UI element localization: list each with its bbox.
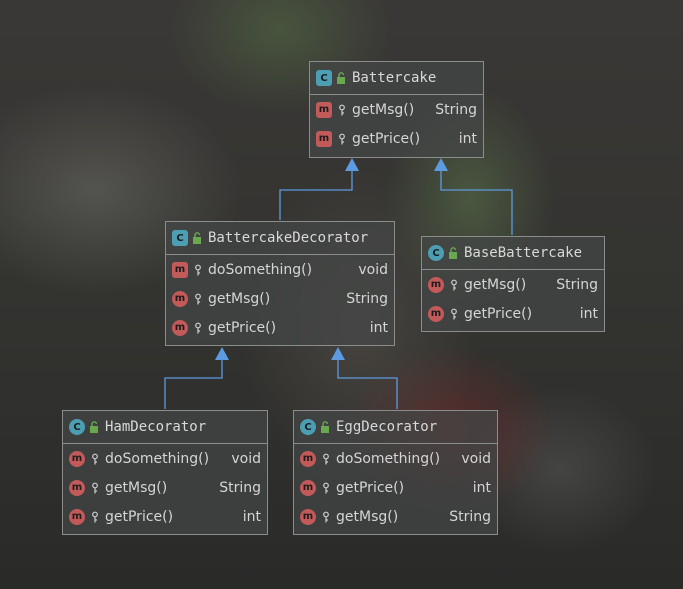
class-icon: C <box>69 419 85 435</box>
arrowhead-ham-decorator <box>215 347 229 360</box>
class-egg-decorator[interactable]: C EggDecorator m doSomething() void m ge… <box>293 410 498 535</box>
return-type: void <box>461 450 491 467</box>
method-icon: m <box>428 276 444 293</box>
visibility-key-icon <box>451 308 457 319</box>
method-name: getMsg() <box>464 276 527 293</box>
visibility-key-icon <box>195 264 201 275</box>
unlock-icon <box>337 72 345 84</box>
visibility-key-icon <box>92 482 98 493</box>
unlock-icon <box>90 421 98 433</box>
method-name: getPrice() <box>208 319 277 336</box>
method-icon: m <box>69 450 85 467</box>
method-row[interactable]: m getPrice() int <box>310 124 483 153</box>
method-icon: m <box>172 290 188 307</box>
unlock-icon <box>193 232 201 244</box>
method-icon: m <box>69 479 85 496</box>
method-icon: m <box>428 305 444 322</box>
return-type: void <box>231 450 261 467</box>
class-header: C Battercake <box>310 62 483 95</box>
method-row[interactable]: m getPrice() int <box>294 473 497 502</box>
class-battercake-decorator[interactable]: C BattercakeDecorator m doSomething() vo… <box>165 221 395 346</box>
unlock-icon <box>449 247 457 259</box>
class-icon: C <box>428 245 444 261</box>
class-header: C BattercakeDecorator <box>166 222 394 255</box>
abstract-class-icon: C <box>316 70 332 86</box>
visibility-key-icon <box>339 104 345 115</box>
class-base-battercake[interactable]: C BaseBattercake m getMsg() String m get… <box>421 236 605 332</box>
class-name: EggDecorator <box>336 419 438 435</box>
return-type: String <box>346 290 388 307</box>
return-type: int <box>242 508 261 525</box>
return-type: int <box>458 130 477 147</box>
visibility-key-icon <box>195 293 201 304</box>
class-name: HamDecorator <box>105 419 207 435</box>
method-icon: m <box>69 508 85 525</box>
method-icon: m <box>300 508 316 525</box>
visibility-key-icon <box>195 322 201 333</box>
visibility-key-icon <box>92 453 98 464</box>
class-name: BattercakeDecorator <box>208 230 369 246</box>
return-type: void <box>358 261 388 278</box>
method-icon: m <box>172 319 188 336</box>
arrowhead-base-battercake <box>434 158 448 171</box>
method-row[interactable]: m getPrice() int <box>422 299 604 328</box>
class-icon: C <box>300 419 316 435</box>
class-header: C HamDecorator <box>63 411 267 444</box>
return-type: int <box>369 319 388 336</box>
visibility-key-icon <box>323 511 329 522</box>
method-icon: m <box>300 450 316 467</box>
abstract-method-icon: m <box>316 130 332 147</box>
return-type: String <box>556 276 598 293</box>
method-name: getPrice() <box>352 130 421 147</box>
arrow-base-to-battercake <box>440 168 513 235</box>
arrow-decorator-to-battercake <box>279 168 353 220</box>
visibility-key-icon <box>323 453 329 464</box>
visibility-key-icon <box>323 482 329 493</box>
method-row[interactable]: m getMsg() String <box>63 473 267 502</box>
return-type: String <box>219 479 261 496</box>
method-name: getMsg() <box>208 290 271 307</box>
return-type: int <box>472 479 491 496</box>
method-icon: m <box>300 479 316 496</box>
abstract-method-icon: m <box>172 261 188 278</box>
method-name: getMsg() <box>336 508 399 525</box>
class-name: Battercake <box>352 70 437 86</box>
class-header: C BaseBattercake <box>422 237 604 270</box>
abstract-class-icon: C <box>172 230 188 246</box>
visibility-key-icon <box>339 133 345 144</box>
arrowhead-decorator-battercake <box>345 158 359 171</box>
abstract-method-icon: m <box>316 101 332 118</box>
class-name: BaseBattercake <box>464 245 583 261</box>
method-row[interactable]: m getPrice() int <box>166 313 394 342</box>
return-type: String <box>449 508 491 525</box>
method-name: doSomething() <box>336 450 441 467</box>
method-name: getPrice() <box>336 479 405 496</box>
return-type: int <box>579 305 598 322</box>
method-row[interactable]: m doSomething() void <box>166 255 394 284</box>
method-name: getMsg() <box>105 479 168 496</box>
method-name: doSomething() <box>105 450 210 467</box>
visibility-key-icon <box>451 279 457 290</box>
method-row[interactable]: m getMsg() String <box>294 502 497 531</box>
method-row[interactable]: m getPrice() int <box>63 502 267 531</box>
arrow-egg-to-decorator <box>337 357 398 409</box>
method-name: doSomething() <box>208 261 313 278</box>
class-header: C EggDecorator <box>294 411 497 444</box>
method-row[interactable]: m getMsg() String <box>166 284 394 313</box>
method-row[interactable]: m doSomething() void <box>294 444 497 473</box>
method-row[interactable]: m getMsg() String <box>310 95 483 124</box>
method-name: getMsg() <box>352 101 415 118</box>
visibility-key-icon <box>92 511 98 522</box>
class-battercake[interactable]: C Battercake m getMsg() String m getPric… <box>309 61 484 158</box>
arrowhead-egg-decorator <box>331 347 345 360</box>
arrow-ham-to-decorator <box>164 357 223 409</box>
method-row[interactable]: m doSomething() void <box>63 444 267 473</box>
class-ham-decorator[interactable]: C HamDecorator m doSomething() void m ge… <box>62 410 268 535</box>
return-type: String <box>435 101 477 118</box>
method-row[interactable]: m getMsg() String <box>422 270 604 299</box>
method-name: getPrice() <box>464 305 533 322</box>
method-name: getPrice() <box>105 508 174 525</box>
unlock-icon <box>321 421 329 433</box>
